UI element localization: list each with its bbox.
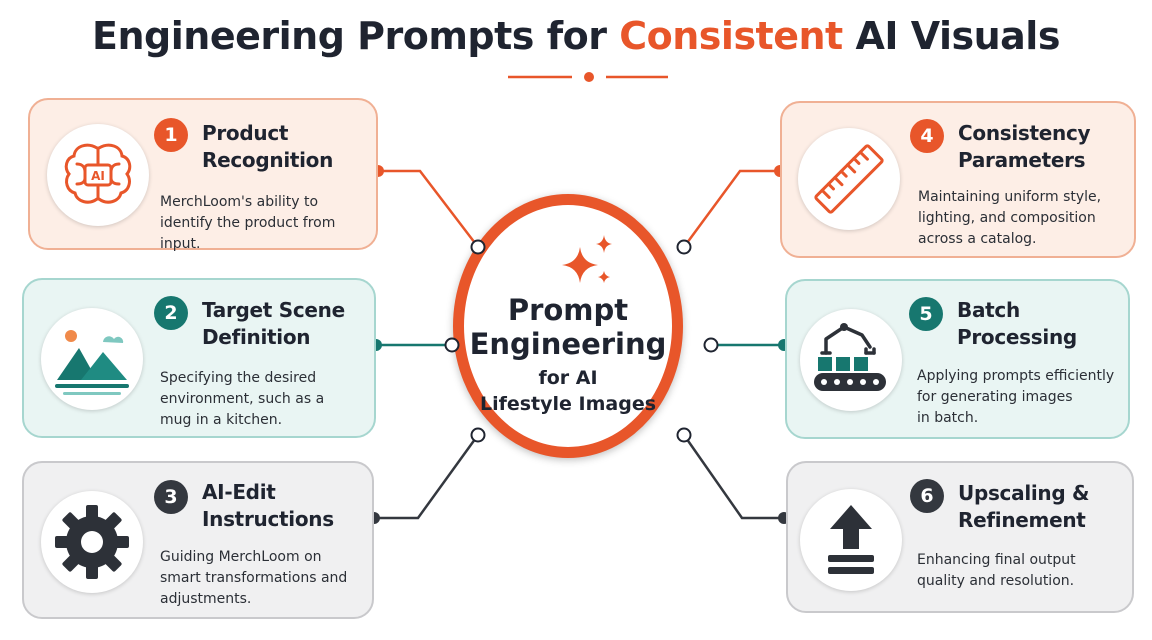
card-desc-line: Specifying the desired <box>160 370 317 386</box>
card-title: Upscaling & Refinement <box>958 480 1148 534</box>
svg-text:AI: AI <box>91 169 105 183</box>
card-title-line: Upscaling & <box>958 481 1090 505</box>
card-description: Enhancing final output quality and resol… <box>917 550 1132 592</box>
card-description: Specifying the desired environment, such… <box>160 368 375 431</box>
card-batch-processing: 5 Batch Processing Applying prompts effi… <box>785 279 1130 439</box>
card-upscaling-refinement: 6 Upscaling & Refinement Enhancing final… <box>786 461 1134 613</box>
card-title-line: Target Scene <box>202 298 345 322</box>
center-title-line2: Engineering <box>469 327 667 361</box>
connector-1 <box>378 169 479 248</box>
center-subtitle-line2: Lifestyle Images <box>479 393 657 415</box>
card-desc-line: identify the product from input. <box>160 215 336 252</box>
card-description: Applying prompts efficiently for generat… <box>917 366 1132 429</box>
card-desc-line: Maintaining uniform style, <box>918 189 1102 205</box>
title-text-end: AI Visuals <box>842 14 1060 58</box>
title-text: Engineering Prompts for <box>92 14 620 58</box>
ai-brain-icon: AI <box>47 124 149 226</box>
card-title-line: Definition <box>202 325 311 349</box>
step-number-5: 5 <box>909 297 943 331</box>
card-consistency-parameters: 4 Consistency Parameters Maintaining uni… <box>780 101 1136 258</box>
card-desc-line: mug in a kitchen. <box>160 412 283 428</box>
sparkle-icon <box>562 235 612 283</box>
card-desc-line: across a catalog. <box>918 231 1037 247</box>
card-product-recognition: AI 1 Product Recognition MerchLoom's abi… <box>28 98 378 252</box>
card-desc-line: Applying prompts efficiently <box>917 368 1115 384</box>
step-number-1: 1 <box>154 118 188 152</box>
card-desc-line: Enhancing final output <box>917 552 1076 568</box>
gear-icon <box>41 491 143 593</box>
card-ai-edit-instructions: 3 AI-Edit Instructions Guiding MerchLoom… <box>22 461 374 619</box>
card-target-scene-definition: 2 Target Scene Definition Specifying the… <box>22 278 376 438</box>
card-title: Product Recognition <box>202 120 392 174</box>
connector-6 <box>682 434 784 520</box>
center-subtitle-line1: for AI <box>538 367 598 389</box>
card-title-line: Recognition <box>202 148 334 172</box>
card-desc-line: Guiding MerchLoom on <box>160 549 322 565</box>
card-title: AI-Edit Instructions <box>202 479 392 533</box>
step-number-6: 6 <box>910 479 944 513</box>
center-title-line1: Prompt <box>507 293 629 327</box>
card-desc-line: environment, such as a <box>160 391 325 407</box>
card-desc-line: smart transformations and <box>160 570 348 586</box>
card-description: Maintaining uniform style, lighting, and… <box>918 187 1133 250</box>
card-title: Batch Processing <box>957 297 1147 351</box>
card-title-line: Instructions <box>202 507 334 531</box>
card-title-line: Consistency <box>958 121 1091 145</box>
card-title: Target Scene Definition <box>202 297 392 351</box>
connector-4 <box>682 169 780 248</box>
card-desc-line: quality and resolution. <box>917 573 1075 589</box>
step-number-4: 4 <box>910 119 944 153</box>
upload-arrow-icon <box>800 489 902 591</box>
card-title-line: Batch <box>957 298 1020 322</box>
title-accent: Consistent <box>619 14 843 58</box>
card-title-line: Product <box>202 121 289 145</box>
step-number-2: 2 <box>154 296 188 330</box>
connector-3 <box>374 434 480 520</box>
center-hub: Prompt Engineering for AI Lifestyle Imag… <box>453 194 683 458</box>
title-underline-dot <box>584 72 594 82</box>
card-title: Consistency Parameters <box>958 120 1148 174</box>
card-description: Guiding MerchLoom on smart transformatio… <box>160 547 375 610</box>
robot-arm-conveyor-icon <box>800 309 902 411</box>
landscape-icon <box>41 308 143 410</box>
ruler-icon <box>798 128 900 230</box>
page-title: Engineering Prompts for Consistent AI Vi… <box>0 14 1152 58</box>
card-title-line: AI-Edit <box>202 480 276 504</box>
card-desc-line: in batch. <box>917 410 979 426</box>
card-description: MerchLoom's ability to identify the prod… <box>160 192 375 255</box>
card-desc-line: lighting, and composition <box>918 210 1096 226</box>
card-desc-line: adjustments. <box>160 591 252 607</box>
card-title-line: Processing <box>957 325 1077 349</box>
card-title-line: Refinement <box>958 508 1086 532</box>
card-desc-line: for generating images <box>917 389 1073 405</box>
step-number-3: 3 <box>154 480 188 514</box>
card-desc-line: MerchLoom's ability to <box>160 194 319 210</box>
card-title-line: Parameters <box>958 148 1086 172</box>
